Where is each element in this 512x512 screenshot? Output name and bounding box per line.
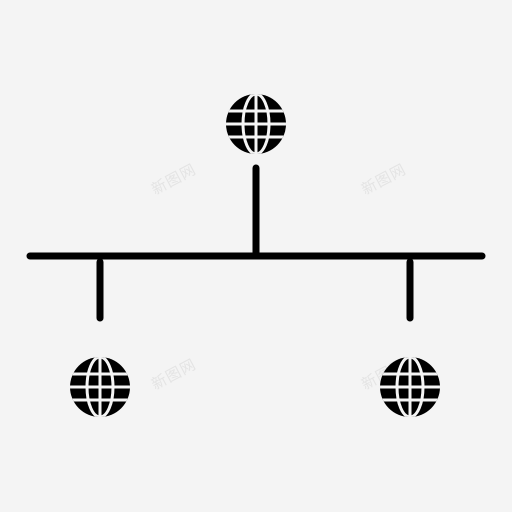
watermark-1: 新图网	[148, 160, 199, 198]
connections	[26, 164, 486, 322]
watermarks: 新图网 新图网 新图网 新图网	[148, 160, 409, 393]
watermark-3: 新图网	[148, 355, 199, 393]
node-bottom-left-globe-icon	[68, 355, 132, 419]
node-top-globe-icon	[224, 92, 288, 156]
watermark-2: 新图网	[358, 160, 409, 198]
